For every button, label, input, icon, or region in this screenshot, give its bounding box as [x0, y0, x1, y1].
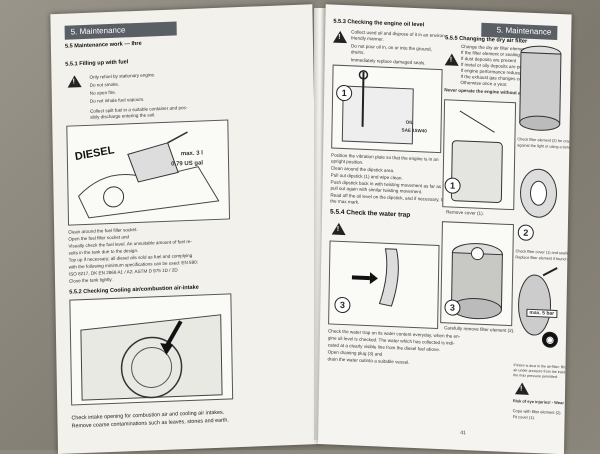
- air-step: Replace filter element if found defectiv…: [515, 255, 571, 262]
- compressed-air-illustration: [514, 264, 560, 362]
- water-line: drain the water outinto a suitable vesse…: [327, 356, 410, 365]
- filter-element-drawing: [519, 45, 562, 131]
- warning-icon: [514, 382, 530, 395]
- section-heading-water-trap: 5.5.4 Check the water trap: [329, 208, 411, 219]
- oil-step: the max mark.: [330, 198, 360, 205]
- air-intake-drawing: [80, 314, 223, 401]
- oil-drawing: [341, 70, 414, 145]
- remove-cover-drawing: [450, 110, 503, 203]
- oil-dipstick-illustration: [331, 64, 443, 154]
- fuel-capacity-gal-label: 0.79 US gal: [170, 160, 204, 168]
- filter-cover-illustration: [516, 162, 561, 250]
- fuel-line: No open fire.: [89, 89, 117, 96]
- fuel-line: Do not smoke.: [89, 81, 120, 88]
- warning-icon: [444, 53, 459, 66]
- filter-removal-drawing: [450, 243, 503, 320]
- warning-icon: [331, 222, 346, 236]
- pressure-label: max. 5 bar: [526, 308, 558, 318]
- air-step: against the light or using a lamp.: [517, 143, 572, 150]
- filter-cover-drawing: [520, 168, 558, 218]
- oil-spec-label: SAE 15W40: [401, 127, 427, 134]
- fuel-capacity-label: max. 3 l: [180, 150, 203, 158]
- compressed-air-drawing: [518, 267, 558, 336]
- section-heading-air-intake: 5.5.2 Checking Cooling air/combustion ai…: [69, 284, 199, 296]
- left-page: 5. Maintenance 5.5 Maintenance work — Ih…: [50, 4, 321, 454]
- air-filter-line: Otherwise once a year.: [460, 79, 508, 87]
- warning-icon: [333, 30, 348, 44]
- left-page-header: 5. Maintenance: [64, 21, 177, 40]
- risk-warning: Risk of eye injuries! - Wear safety gogg…: [512, 398, 572, 406]
- water-trap-drawing: [351, 248, 399, 307]
- remove-cover-illustration: [442, 99, 517, 211]
- water-trap-illustration: [328, 240, 440, 330]
- page-number: 41: [460, 429, 466, 437]
- filter-element-illustration: [518, 42, 564, 134]
- air-intake-illustration: [69, 293, 234, 406]
- oil-warn-line: friendly manner.: [351, 35, 384, 42]
- fuel-line: Do not inhale fuel vapours.: [89, 96, 145, 104]
- air-step: Remove cover (1).: [446, 209, 484, 216]
- fuel-illustration-drawing: [77, 131, 220, 219]
- right-page: 5. Maintenance 5.5.3 Checking the engine…: [318, 4, 572, 454]
- section-heading-fuel: 5.5.1 Filling up with fuel: [65, 59, 129, 68]
- callout-3: 3: [444, 299, 461, 316]
- air-step: Fit cover (1).: [512, 414, 536, 421]
- air-step: the max pressure permitted.: [513, 373, 559, 380]
- oil-warn-line: drains.: [350, 49, 365, 55]
- fuel-line: Only refuel by stationary engine.: [89, 72, 156, 80]
- section-heading-oil: 5.5.3 Checking the engine oil level: [333, 18, 425, 29]
- fuel-step: Close the tank tightly.: [68, 276, 113, 284]
- oil-label: OIL: [405, 119, 414, 125]
- fuel-filling-illustration: [66, 119, 231, 226]
- fuel-line: sibly discharge entering the soil.: [90, 112, 156, 120]
- section-heading-maintenance-work: 5.5 Maintenance work — Ihre: [64, 40, 142, 50]
- filter-removal-illustration: [440, 221, 514, 327]
- warning-icon: [67, 75, 82, 88]
